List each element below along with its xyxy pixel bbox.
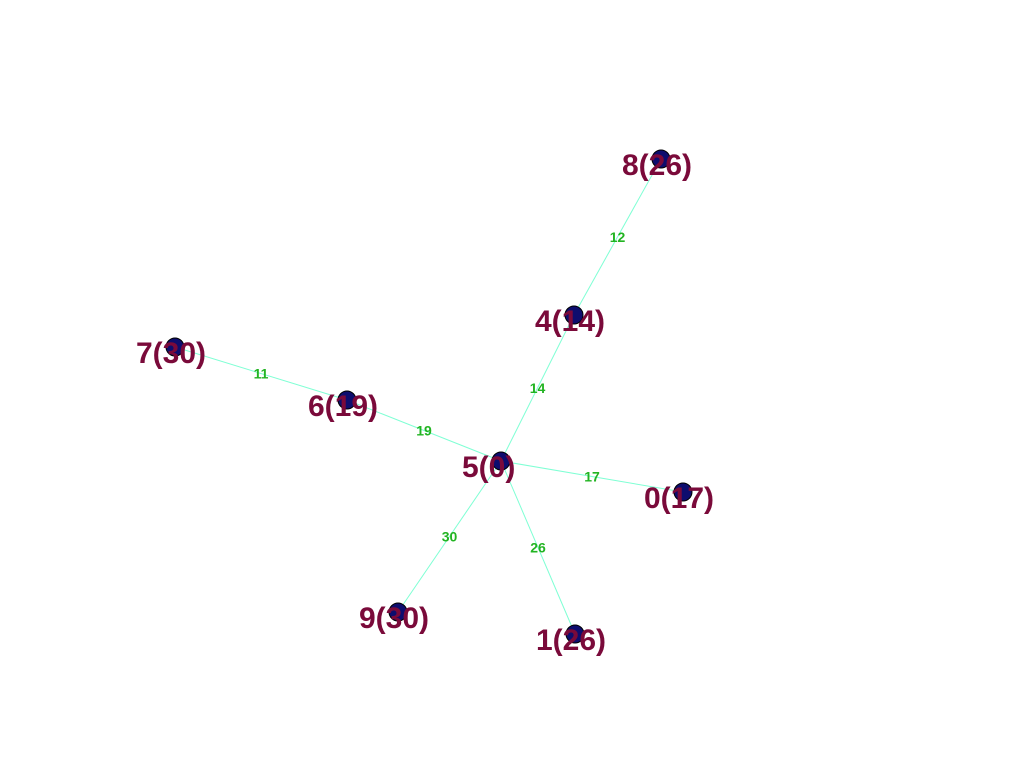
node-6	[337, 390, 357, 410]
edges-layer	[174, 158, 684, 635]
edge-5-9	[397, 460, 502, 613]
node-9	[388, 602, 408, 622]
edge-weight-4-5: 14	[530, 380, 546, 396]
edge-weight-8-4: 12	[610, 229, 626, 245]
edge-weight-5-1: 26	[530, 540, 546, 556]
node-1	[565, 624, 585, 644]
edge-weight-7-6: 11	[254, 366, 269, 382]
edge-weight-6-5: 19	[416, 423, 432, 439]
node-5	[491, 451, 511, 471]
nodes-layer	[165, 149, 693, 644]
node-7	[165, 337, 185, 357]
node-label-4: 4(14)	[535, 305, 605, 338]
edge-8-4	[573, 158, 662, 316]
node-label-7: 7(30)	[136, 337, 206, 370]
node-label-6: 6(19)	[308, 390, 378, 423]
edge-5-0	[500, 460, 684, 493]
edge-7-6	[174, 346, 348, 401]
edge-weights-layer: 12 14 11 19 17 30 26	[254, 229, 626, 556]
edge-6-5	[346, 399, 502, 462]
node-label-9: 9(30)	[359, 602, 429, 635]
node-label-0: 0(17)	[644, 482, 714, 515]
node-0	[673, 482, 693, 502]
node-8	[651, 149, 671, 169]
edge-weight-5-9: 30	[442, 529, 458, 545]
node-label-1: 1(26)	[536, 624, 606, 657]
node-labels-layer: 0(17) 1(26) 4(14) 5(0) 6(19) 7(30) 8(26) 9(30)	[136, 149, 714, 657]
node-label-5: 5(0)	[462, 451, 515, 484]
edge-weight-5-0: 17	[584, 469, 600, 485]
node-label-8: 8(26)	[622, 149, 692, 182]
edge-5-1	[500, 460, 576, 635]
edge-4-5	[500, 314, 575, 462]
node-4	[564, 305, 584, 325]
